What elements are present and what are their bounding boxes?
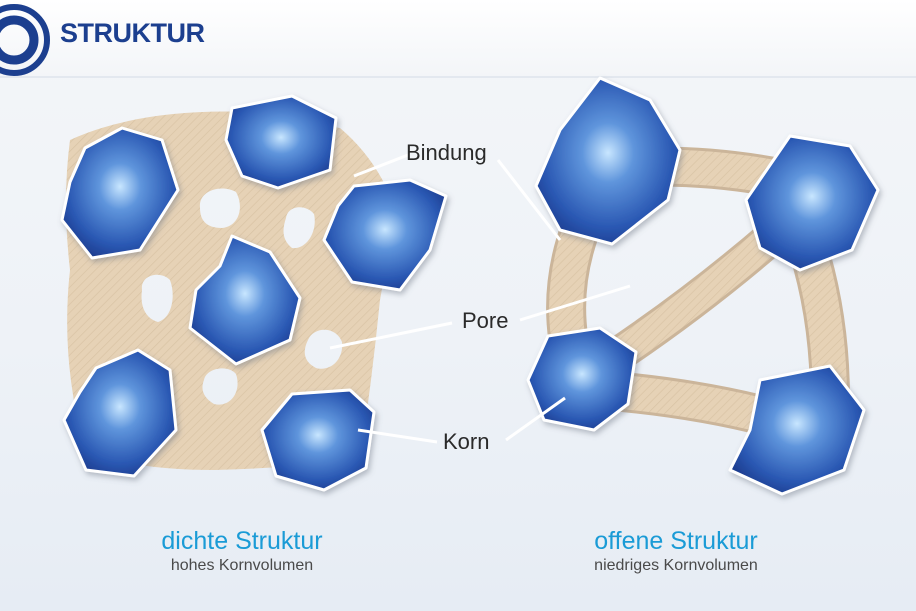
caption-dense: dichte Struktur hohes Kornvolumen — [92, 527, 392, 577]
grain — [226, 96, 336, 188]
grain — [730, 366, 864, 494]
grain — [536, 78, 680, 244]
caption-dense-subtitle: hohes Kornvolumen — [92, 555, 392, 577]
grain — [528, 328, 636, 430]
caption-dense-title: dichte Struktur — [92, 527, 392, 555]
label-bond: Bindung — [406, 140, 487, 165]
caption-open-subtitle: niedriges Kornvolumen — [526, 555, 826, 577]
label-pore: Pore — [462, 308, 508, 333]
caption-open: offene Struktur niedriges Kornvolumen — [526, 527, 826, 577]
label-grain: Korn — [443, 429, 489, 454]
caption-open-title: offene Struktur — [526, 527, 826, 555]
